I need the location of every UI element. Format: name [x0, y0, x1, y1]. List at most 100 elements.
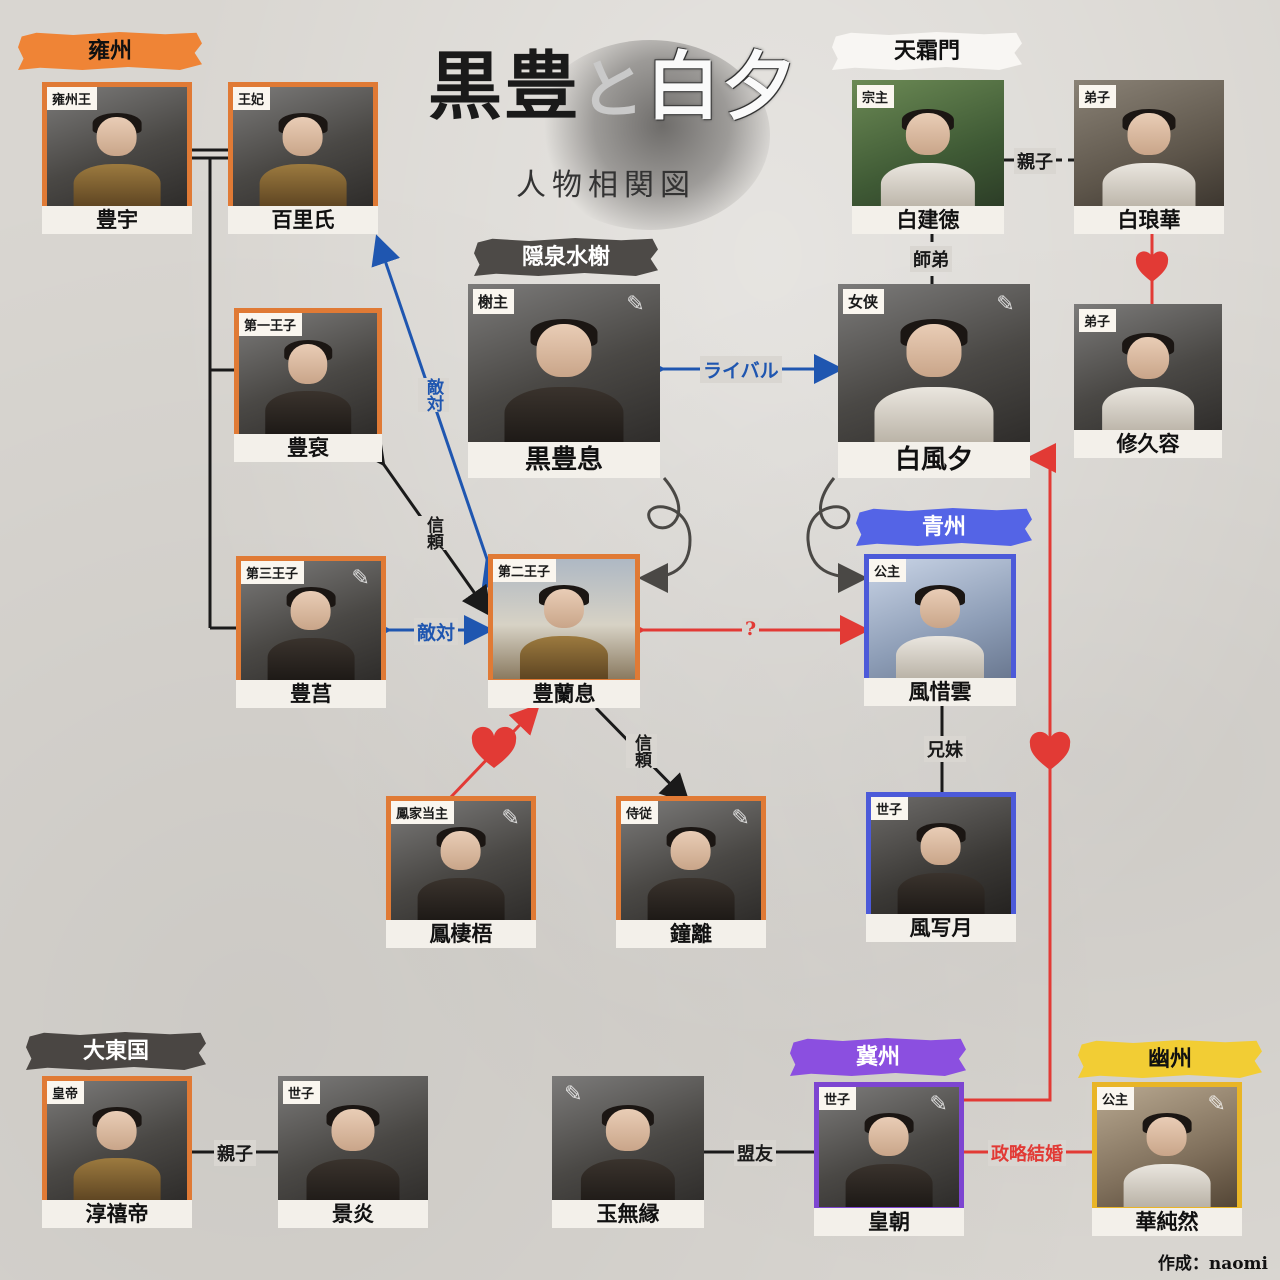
relation-label-seiryaku: 政略結婚 [988, 1140, 1066, 1166]
card-fengxiyun[interactable]: 公主 風惜雲 [864, 554, 1016, 706]
portrait-image [417, 827, 505, 921]
character-name: 華純然 [1092, 1208, 1242, 1236]
role-label: 第三王子 [241, 561, 305, 584]
card-yuwuyuan[interactable]: ✎ 玉無縁 [552, 1076, 704, 1228]
character-name: 玉無縁 [552, 1200, 704, 1228]
role-label: 第一王子 [239, 313, 303, 336]
role-label: 世子 [819, 1087, 857, 1110]
card-zhongli[interactable]: ✎ 侍従 鐘離 [616, 796, 766, 948]
character-name: 鐘離 [616, 920, 766, 948]
role-label: 侍従 [621, 801, 659, 824]
character-name: 皇朝 [814, 1208, 964, 1236]
portrait-image [306, 1104, 400, 1206]
portrait-image [1102, 108, 1196, 210]
portrait-image [1102, 332, 1194, 434]
character-name: 鳳棲梧 [386, 920, 536, 948]
calligraphy-decoration: ✎ [1207, 1092, 1226, 1118]
group-banner-youzhou: 幽州 [1078, 1040, 1262, 1078]
character-name: 風惜雲 [864, 678, 1016, 706]
portrait-image [580, 1104, 676, 1206]
portrait-image [845, 1113, 933, 1207]
card-bailanghua[interactable]: 弟子 白琅華 [1074, 80, 1224, 234]
card-jingyan[interactable]: 世子 景炎 [278, 1076, 428, 1228]
card-baili[interactable]: 王妃 百里氏 [228, 82, 378, 234]
calligraphy-decoration: ✎ [929, 1092, 948, 1118]
portrait-image [1123, 1113, 1211, 1207]
character-name: 百里氏 [228, 206, 378, 234]
heart-icons [471, 251, 1169, 770]
portrait-image [267, 587, 355, 681]
card-fenglanxi[interactable]: 第二王子 豊蘭息 [488, 554, 640, 708]
group-banner-jizhou: 冀州 [790, 1038, 966, 1076]
portrait-image [259, 113, 347, 207]
role-label: 女侠 [843, 289, 885, 314]
character-name: 景炎 [278, 1200, 428, 1228]
relation-label-meiyu: 盟友 [734, 1140, 776, 1166]
heart-icon-fengqiwu [471, 726, 517, 768]
portrait-image [504, 319, 624, 444]
role-label: 公主 [1097, 1087, 1135, 1110]
character-name: 淳禧帝 [42, 1200, 192, 1228]
calligraphy-decoration: ✎ [351, 566, 370, 592]
relation-label-oyako-1: 親子 [1014, 148, 1056, 174]
calligraphy-decoration: ✎ [996, 291, 1015, 317]
character-name: 黒豊息 [468, 442, 660, 478]
relation-label-kyomai: 兄妹 [924, 736, 966, 762]
role-label: 皇帝 [47, 1081, 85, 1104]
character-name: 風写月 [866, 914, 1016, 942]
heart-icon-huangchao [1029, 731, 1071, 770]
role-label: 世子 [283, 1081, 321, 1104]
role-label: 榭主 [473, 289, 515, 314]
portrait-image [73, 113, 161, 207]
heart-icon-xiujiurong [1135, 251, 1169, 282]
role-label: 世子 [871, 797, 909, 820]
relation-label-tekitai-vertical: 敵対 [418, 378, 449, 412]
card-baifengxi[interactable]: ✎ 女侠 白風夕 [838, 284, 1030, 478]
portrait-image [73, 1107, 161, 1201]
card-fengyuyue[interactable]: 世子 風写月 [866, 792, 1016, 942]
character-name: 白建徳 [852, 206, 1004, 234]
portrait-image [519, 585, 609, 679]
card-huangchao[interactable]: ✎ 世子 皇朝 [814, 1082, 964, 1236]
card-xiujiurong[interactable]: 弟子 修久容 [1074, 304, 1222, 458]
role-label: 第二王子 [493, 559, 557, 582]
chart-title: 黒豊と白夕 [428, 44, 798, 130]
group-banner-tianshuangmen: 天霜門 [832, 32, 1022, 70]
relation-label-shinrai-2: 信頼 [626, 734, 657, 768]
seiryaku-love-line [964, 443, 1056, 1102]
card-huachunran[interactable]: ✎ 公主 華純然 [1092, 1082, 1242, 1236]
group-banner-qingzhou: 青州 [856, 508, 1032, 546]
group-banner-yinquan: 隠泉水榭 [474, 238, 658, 276]
credit-text: 作成：naomi [1157, 1254, 1268, 1274]
character-name: 豊莒 [236, 680, 386, 708]
card-heifengxi[interactable]: ✎ 榭主 黒豊息 [468, 284, 660, 478]
relation-label-shinrai-1: 信頼 [418, 516, 449, 550]
card-fengyu[interactable]: 雍州王 豊宇 [42, 82, 192, 234]
card-fengju[interactable]: ✎ 第三王子 豊莒 [236, 556, 386, 708]
character-name: 豊宇 [42, 206, 192, 234]
role-label: 公主 [869, 559, 907, 582]
identity-swirl-left [638, 477, 692, 593]
calligraphy-decoration: ✎ [626, 291, 645, 317]
group-banner-yongzhou: 雍州 [18, 32, 202, 70]
character-name: 修久容 [1074, 430, 1222, 458]
character-name: 豊裒 [234, 434, 382, 462]
role-label: 弟子 [1079, 309, 1117, 332]
relation-label-tekitai-horizontal: 敵対 [414, 618, 459, 645]
identity-swirl-right [806, 477, 868, 593]
role-label: 宗主 [857, 85, 895, 108]
card-baijiande[interactable]: 宗主 白建徳 [852, 80, 1004, 234]
role-label: 鳳家当主 [391, 801, 455, 824]
card-fengqiwu[interactable]: ✎ 鳳家当主 鳳棲梧 [386, 796, 536, 948]
character-name: 白琅華 [1074, 206, 1224, 234]
card-fengqiu[interactable]: 第一王子 豊裒 [234, 308, 382, 462]
calligraphy-decoration: ✎ [731, 806, 750, 832]
portrait-image [874, 319, 994, 444]
role-label: 雍州王 [47, 87, 98, 110]
portrait-image [880, 108, 976, 210]
group-banner-dadong: 大東国 [26, 1032, 206, 1070]
relation-label-shitei: 師弟 [910, 246, 952, 272]
role-label: 弟子 [1079, 85, 1117, 108]
card-chunxi[interactable]: 皇帝 淳禧帝 [42, 1076, 192, 1228]
